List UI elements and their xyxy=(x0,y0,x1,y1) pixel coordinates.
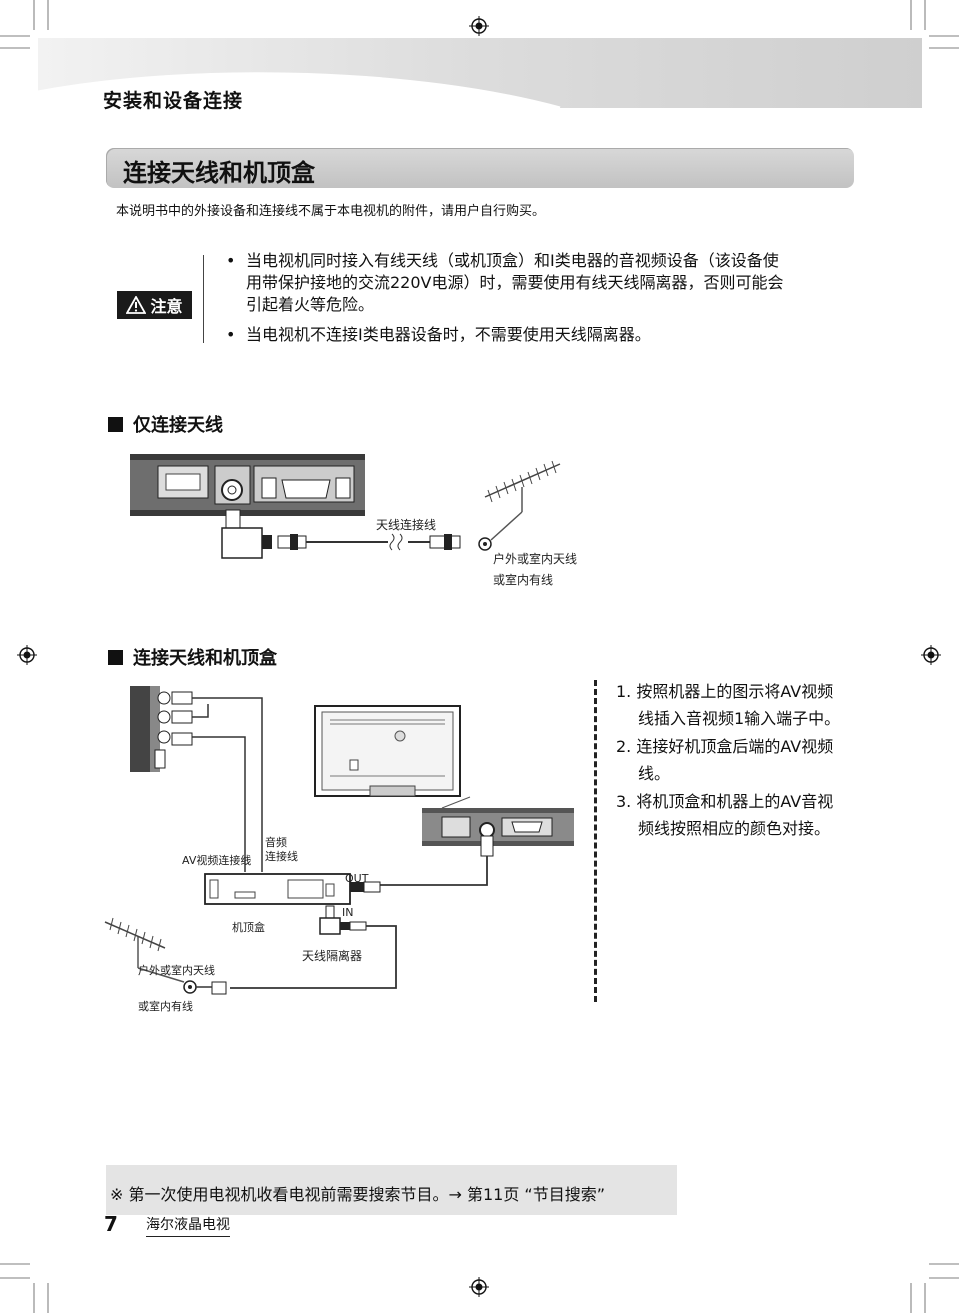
caution-item-line: 用带保护接地的交流220V电源）时，需要使用有线天线隔离器，否则可能会 xyxy=(246,273,784,292)
antenna-label: 户外或室内天线 xyxy=(493,552,578,566)
bullet: • xyxy=(226,325,236,344)
section-title: 安装和设备连接 xyxy=(103,90,244,112)
subsection-heading: 连接天线和机顶盒 xyxy=(108,644,277,670)
antenna-label: 户外或室内天线 xyxy=(138,964,215,977)
step-item: 3. 将机顶盒和机器上的AV音视 频线按照相应的颜色对接。 xyxy=(616,788,833,842)
caution-item-line: 当电视机同时接入有线天线（或机顶盒）和I类电器的音视频设备（该设备使 xyxy=(246,251,779,270)
title-banner xyxy=(106,148,854,188)
registration-mark-icon xyxy=(17,645,37,665)
isolator-label: 天线隔离器 xyxy=(302,949,363,963)
stb-label: 机顶盒 xyxy=(232,921,265,934)
registration-mark-icon xyxy=(469,1277,489,1297)
footer-note-box xyxy=(106,1165,677,1215)
square-bullet-icon xyxy=(108,416,123,432)
in-port-label: IN xyxy=(342,906,354,919)
dashed-divider xyxy=(594,680,597,1002)
step-line: 线。 xyxy=(638,764,671,783)
bullet: • xyxy=(226,251,236,270)
antenna-only-diagram xyxy=(130,454,561,559)
caution-item: • 当电视机不连接I类电器设备时，不需要使用天线隔离器。 xyxy=(226,324,841,346)
footer-note-text: ※ 第一次使用电视机收看电视前需要搜索节目。→ 第11页 “节目搜索” xyxy=(110,1185,606,1204)
caution-item: • 当电视机同时接入有线天线（或机顶盒）和I类电器的音视频设备（该设备使 用带保… xyxy=(226,250,841,316)
registration-mark-icon xyxy=(469,16,489,36)
caution-item-line: 当电视机不连接I类电器设备时，不需要使用天线隔离器。 xyxy=(246,325,651,344)
subsection-heading-text: 仅连接天线 xyxy=(133,415,223,436)
caution-badge: 注意 xyxy=(117,291,192,319)
audio-cable-label: 连接线 xyxy=(265,850,298,863)
antenna-stb-diagram xyxy=(104,686,574,995)
registration-mark-icon xyxy=(921,645,941,665)
bottom-crop-marks xyxy=(0,1263,959,1313)
step-line: 3. 将机顶盒和机器上的AV音视 xyxy=(616,792,834,811)
step-line: 频线按照相应的颜色对接。 xyxy=(638,819,831,838)
caution-item-line: 引起着火等危险。 xyxy=(246,295,375,314)
page-title: 连接天线和机顶盒 xyxy=(123,159,315,187)
brand-name: 海尔液晶电视 xyxy=(146,1214,230,1237)
warning-triangle-icon xyxy=(126,296,147,314)
antenna-label: 或室内有线 xyxy=(493,573,554,587)
square-bullet-icon xyxy=(108,649,123,665)
step-item: 1. 按照机器上的图示将AV视频 线插入音视频1输入端子中。 xyxy=(616,678,840,732)
step-item: 2. 连接好机顶盒后端的AV视频 线。 xyxy=(616,733,833,787)
step-line: 线插入音视频1输入端子中。 xyxy=(638,709,841,728)
antenna-label: 或室内有线 xyxy=(138,1000,193,1013)
step-line: 1. 按照机器上的图示将AV视频 xyxy=(616,682,834,701)
caution-divider xyxy=(203,255,204,343)
out-port-label: OUT xyxy=(345,872,369,885)
step-line: 2. 连接好机顶盒后端的AV视频 xyxy=(616,737,834,756)
page-number: 7 xyxy=(104,1212,118,1236)
av-cable-label: AV视频连接线 xyxy=(182,854,252,867)
subsection-heading-text: 连接天线和机顶盒 xyxy=(133,648,277,669)
caution-label: 注意 xyxy=(150,297,183,316)
subsection-heading: 仅连接天线 xyxy=(108,411,223,437)
audio-cable-label: 音频 xyxy=(265,836,287,849)
intro-text: 本说明书中的外接设备和连接线不属于本电视机的附件，请用户自行购买。 xyxy=(116,204,546,219)
header-decoration xyxy=(0,0,959,110)
cable-label: 天线连接线 xyxy=(376,518,437,532)
